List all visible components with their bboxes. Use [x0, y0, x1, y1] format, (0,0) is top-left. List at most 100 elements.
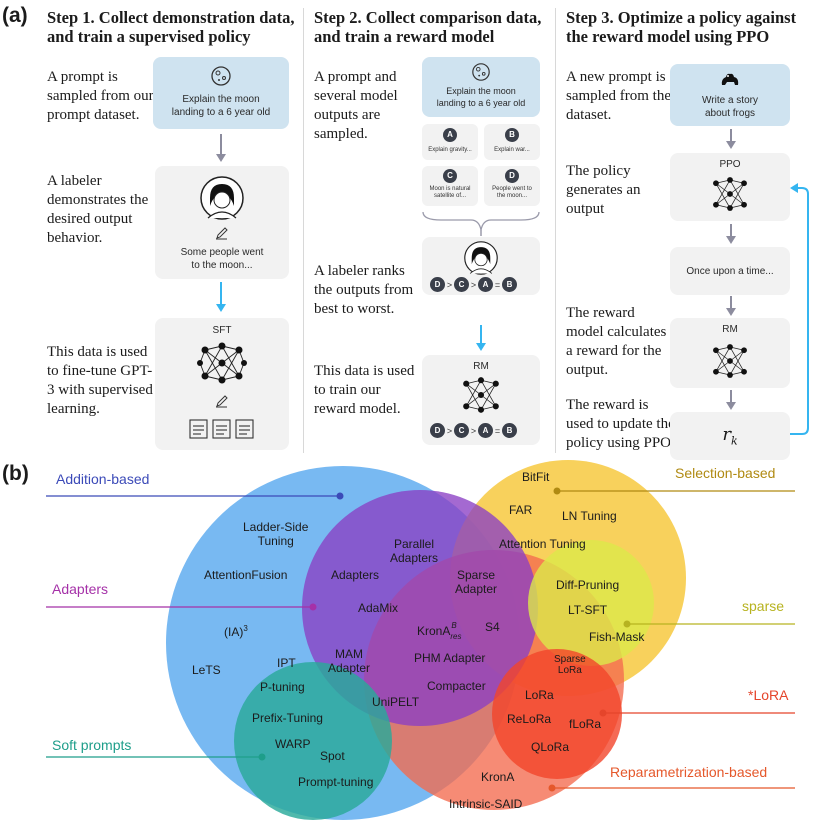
method-ladder-side-tuning: Ladder-Side Tuning: [243, 520, 309, 548]
neural-net-icon: [463, 377, 499, 413]
method-krona: KronA: [481, 770, 515, 784]
method-lora: LoRa: [525, 688, 554, 702]
output-card-d: D People went to the moon...: [484, 166, 540, 206]
method-ia3: (IA)3: [224, 622, 248, 639]
category-adapters: Adapters: [52, 581, 109, 597]
panel-b-label: (b): [2, 462, 29, 485]
category-reparametrization-based: Reparametrization-based: [610, 764, 768, 780]
step3-desc-reward: The reward model calculates a reward for…: [566, 305, 667, 378]
rank-op-2: >: [470, 279, 477, 290]
method-unipelt: UniPELT: [372, 695, 420, 709]
step2-desc-train: This data is used to train our reward mo…: [314, 363, 415, 417]
documents-icon: [189, 419, 254, 439]
step1-arrow-2: [216, 282, 226, 312]
output-text-d: People went to the moon...: [492, 186, 532, 199]
method-krona-res-sup: B: [451, 621, 457, 630]
method-ln-tuning: LN Tuning: [562, 509, 617, 523]
outputs-brace: [422, 211, 540, 236]
step1-desc-labeler: A labeler demonstrates the desired outpu…: [47, 173, 149, 246]
step1-sft-card: SFT: [155, 318, 289, 450]
category-soft-prompts: Soft prompts: [52, 737, 132, 753]
step2-prompt-card: Explain the moon landing to a 6 year old: [422, 57, 540, 117]
rank-badge-3: A: [478, 277, 493, 292]
step3-desc-update: The reward is used to update the policy …: [566, 397, 675, 451]
step3-rm-card: RM: [670, 318, 790, 388]
step2-title: Step 2. Collect comparison data, and tra…: [314, 8, 564, 46]
method-intrinsic-said: Intrinsic-SAID: [449, 797, 523, 811]
step1-desc-prompt: A prompt is sampled from our prompt data…: [47, 69, 154, 123]
method-adamix: AdaMix: [358, 601, 399, 615]
step2-desc-ranks: A labeler ranks the outputs from best to…: [314, 263, 414, 317]
rank-badge-4: B: [502, 277, 517, 292]
method-sparse-adapter: Sparse Adapter: [455, 568, 498, 596]
sparse-circle: [528, 540, 654, 666]
step2-rank-card: D>C>A=B: [422, 237, 540, 295]
step2-title-line2: and train a reward model: [314, 27, 495, 46]
step2-rm-card: RM D>C>A=B: [422, 355, 540, 445]
step3-title-line1: Step 3. Optimize a policy against: [566, 8, 797, 27]
reward-sub: k: [730, 434, 738, 448]
moon-icon: [211, 66, 231, 86]
step3-arrow-2: [726, 224, 736, 244]
ppo-feedback-arrow: [790, 183, 809, 435]
step3-policy-label: PPO: [719, 159, 741, 170]
method-attention-fusion: AttentionFusion: [204, 568, 288, 582]
step1-demo-card: Some people went to the moon...: [155, 166, 289, 279]
category-sparse: sparse: [742, 598, 785, 614]
panel-a-label: (a): [2, 4, 28, 27]
step1-title-line1: Step 1. Collect demonstration data,: [47, 8, 295, 27]
step1-arrow-1: [216, 134, 226, 162]
labeler-avatar-icon: [464, 241, 498, 275]
lora-circle: [492, 649, 622, 779]
method-flora: fLoRa: [569, 717, 602, 731]
method-mam-adapter: MAM Adapter: [328, 647, 371, 675]
output-card-c: C Moon is natural satellite of...: [422, 166, 478, 206]
step3-prompt-text: Write a story about frogs: [702, 95, 758, 119]
method-ia3-text: (IA): [224, 625, 244, 639]
method-prompt-tuning: Prompt-tuning: [298, 775, 374, 789]
frog-icon: [721, 73, 739, 85]
pencil-icon: [216, 395, 228, 408]
method-warp: WARP: [275, 737, 311, 751]
step3-desc-policy: The policy generates an output: [566, 163, 641, 217]
category-selection-based: Selection-based: [675, 465, 776, 481]
step3-arrow-1: [726, 129, 736, 149]
rank-badge-1: D: [430, 277, 445, 292]
step2-desc-sampled: A prompt and several model outputs are s…: [314, 69, 398, 142]
rank-badge-4: B: [502, 423, 517, 438]
step3-title-line2: the reward model using PPO: [566, 27, 770, 46]
neural-net-icon: [197, 342, 247, 384]
method-lt-sft: LT-SFT: [568, 603, 608, 617]
rank-op-1: >: [446, 425, 453, 436]
method-ia3-sup: 3: [243, 624, 248, 633]
step2-arrow: [476, 325, 486, 351]
step3-arrow-4: [726, 390, 736, 410]
category-addition-based: Addition-based: [56, 471, 150, 487]
method-attention-tuning: Attention Tuning: [499, 537, 586, 551]
rank-op-3: =: [494, 425, 501, 436]
step1-demo-text: Some people went to the moon...: [180, 247, 264, 271]
step3-desc-prompt: A new prompt is sampled from the dataset…: [566, 69, 671, 123]
method-relora: ReLoRa: [507, 712, 552, 726]
method-bitfit: BitFit: [522, 470, 550, 484]
step1-prompt-text: Explain the moon landing to a 6 year old: [171, 94, 271, 118]
step3-ppo-card: PPO: [670, 153, 790, 221]
step1-model-label: SFT: [212, 325, 232, 336]
output-card-a: A Explain gravity...: [422, 124, 478, 160]
method-lets: LeTS: [192, 663, 221, 677]
neural-net-icon: [713, 344, 747, 378]
step1-title: Step 1. Collect demonstration data, and …: [47, 8, 307, 46]
step1-prompt-card: Explain the moon landing to a 6 year old: [153, 57, 289, 129]
step3-arrow-3: [726, 296, 736, 316]
adapters-circle: [302, 490, 538, 726]
method-s4: S4: [485, 620, 500, 634]
reward-r: r: [722, 424, 731, 445]
step3-output-text: Once upon a time...: [686, 266, 774, 277]
step3-title: Step 3. Optimize a policy against the re…: [566, 8, 818, 46]
output-badge-b: B: [505, 128, 519, 142]
step3-model-label: RM: [722, 324, 738, 335]
method-far: FAR: [509, 503, 533, 517]
step1-desc-finetune: This data is used to fine-tune GPT- 3 wi…: [47, 344, 153, 417]
soft-prompts-circle: [234, 662, 392, 820]
